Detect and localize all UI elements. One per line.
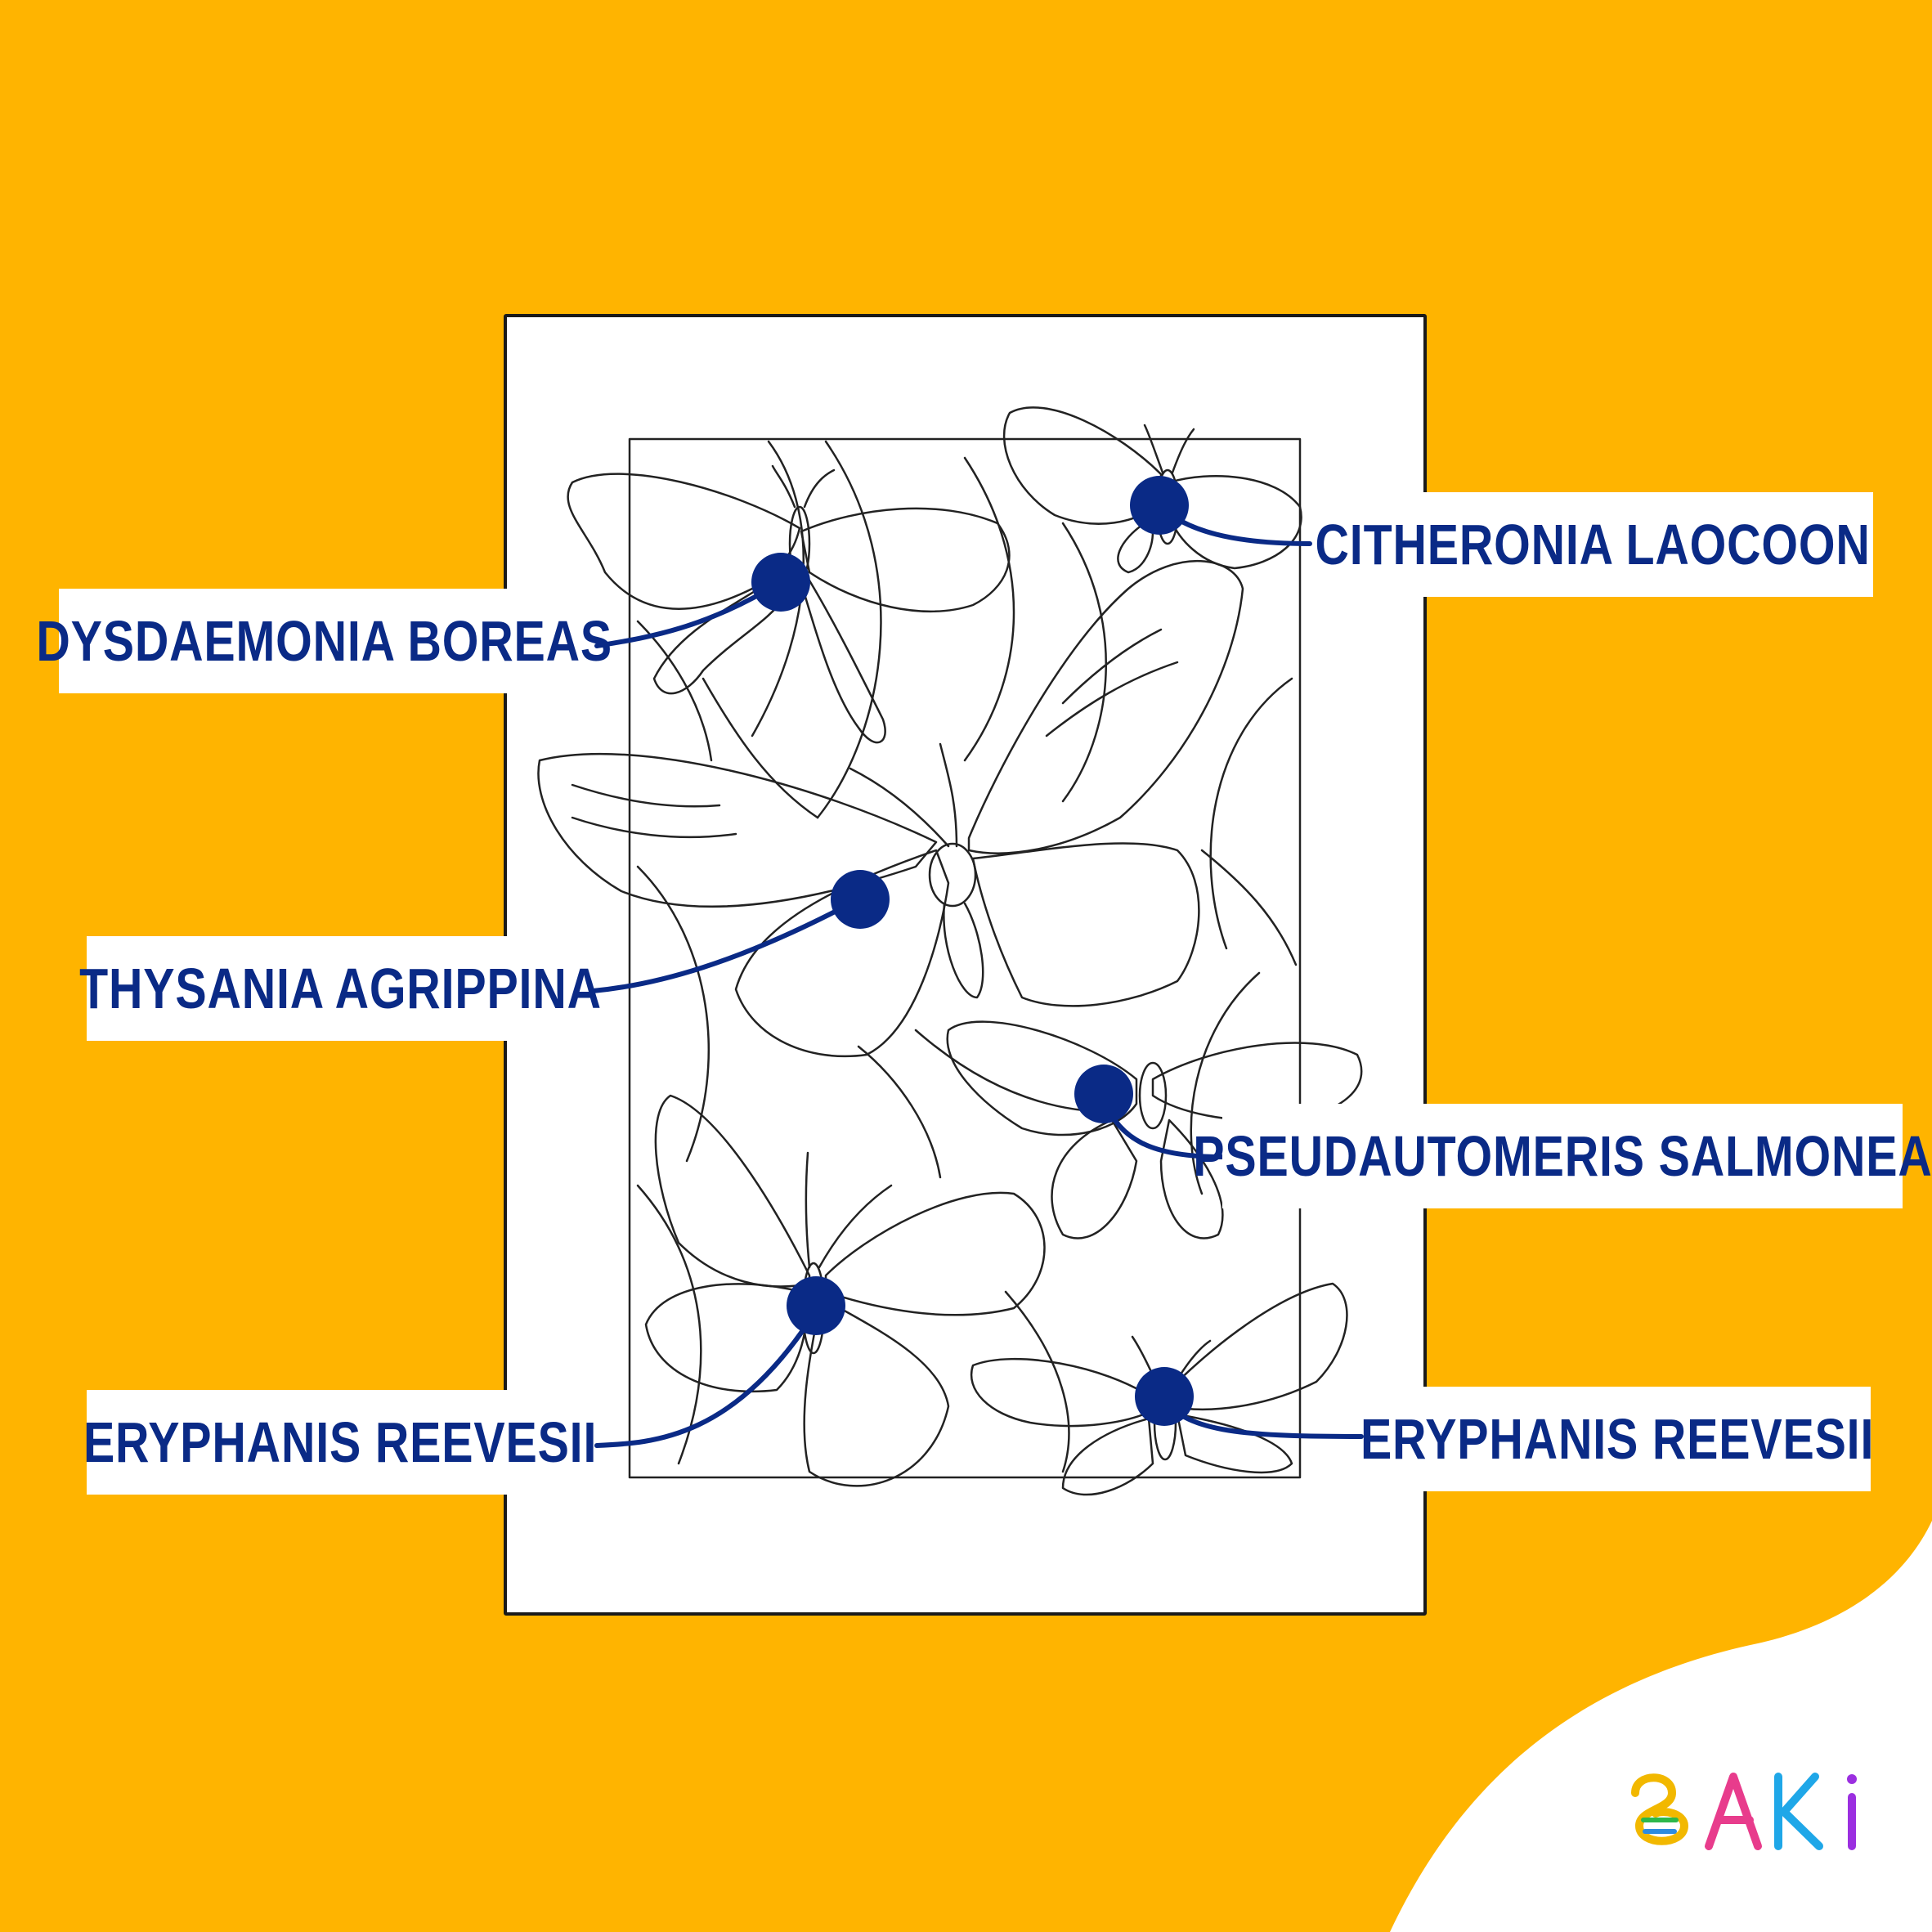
label-citheronia-laocoon: CITHERONIA LAOCOON <box>1312 492 1873 597</box>
marker-dot-citheronia <box>1130 476 1189 535</box>
label-text: ERYPHANIS REEVESII <box>1360 1407 1875 1471</box>
label-eryphanis-reevesii-left: ERYPHANIS REEVESII <box>83 1390 596 1495</box>
label-text: CITHERONIA LAOCOON <box>1315 513 1871 576</box>
label-thysania-agrippina: THYSANIA AGRIPPINA <box>79 936 601 1041</box>
label-pseudautomeris-salmonea: PSEUDAUTOMERIS SALMONEA <box>1193 1104 1931 1208</box>
marker-dot-eryphanis-right <box>1135 1367 1194 1426</box>
label-eryphanis-reevesii-right: ERYPHANIS REEVESII <box>1360 1387 1873 1491</box>
marker-dot-eryphanis-left <box>787 1276 845 1335</box>
label-text: DYSDAEMONIA BOREAS <box>36 609 613 673</box>
marker-dot-pseudautomeris <box>1074 1065 1133 1123</box>
marker-dot-dysdaemonia <box>751 553 810 612</box>
label-text: THYSANIA AGRIPPINA <box>78 957 602 1020</box>
baki-logo <box>1631 1773 1857 1850</box>
connector-dysdaemonia <box>594 580 783 648</box>
label-text: PSEUDAUTOMERIS SALMONEA <box>1192 1124 1932 1188</box>
label-text: ERYPHANIS REEVESII <box>83 1410 598 1474</box>
label-dysdaemonia-boreas: DYSDAEMONIA BOREAS <box>37 589 612 693</box>
connector-eryphanis-left <box>594 1306 820 1448</box>
connector-thysania <box>590 897 861 993</box>
inner-frame <box>628 437 1302 1479</box>
marker-dot-thysania <box>831 870 890 929</box>
